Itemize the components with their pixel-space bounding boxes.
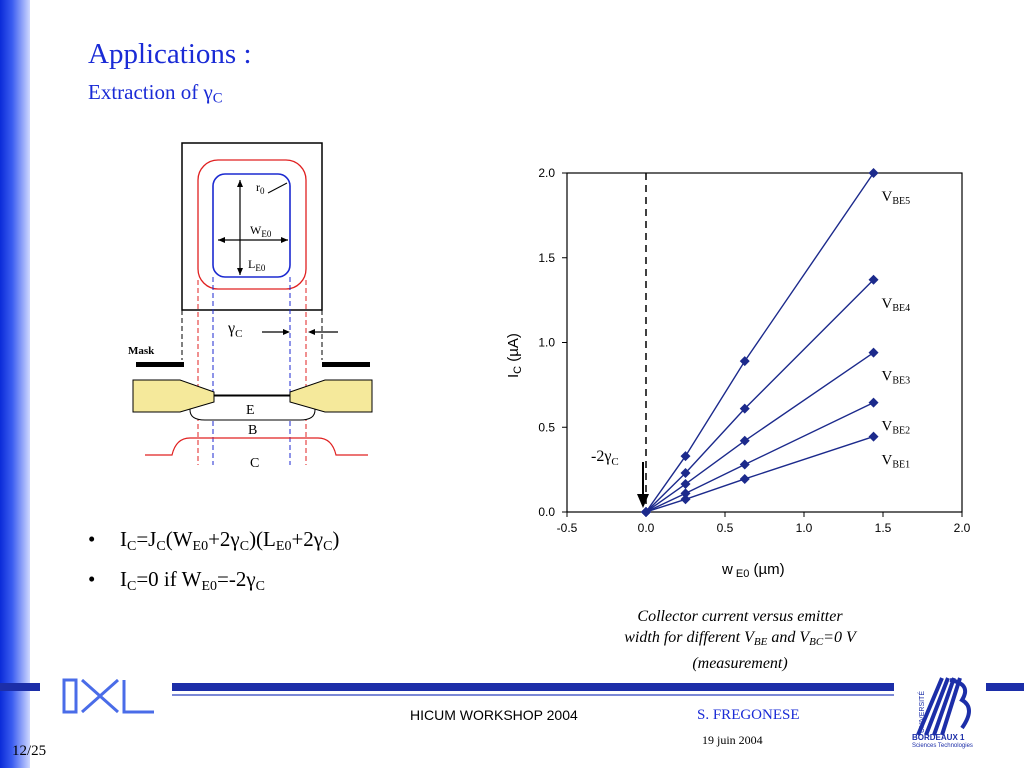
presentation-date: 19 juin 2004 xyxy=(702,733,763,747)
bullet-subscript: C xyxy=(127,539,137,554)
mask-label: Mask xyxy=(128,345,155,357)
left-accent-bar xyxy=(0,0,30,768)
series-label-be3: VBE3 xyxy=(882,369,911,387)
slide-subtitle: Extraction of γC xyxy=(88,80,223,107)
data-point xyxy=(739,435,750,446)
bullet-text: +2γ xyxy=(208,527,240,551)
bullet-item-1: •IC=JC(WE0+2γC)(LE0+2γC) xyxy=(88,527,340,554)
bullet-subscript: E0 xyxy=(192,539,209,554)
base-contour xyxy=(197,159,307,290)
bullet-text: =J xyxy=(136,527,157,551)
footer-bar-center xyxy=(172,683,894,691)
author-name: S. FREGONESE xyxy=(697,707,800,723)
bullet-text: )(L xyxy=(249,527,276,551)
bullet-text: I xyxy=(120,567,127,591)
gamma-label: γC xyxy=(227,320,242,340)
data-point xyxy=(680,494,691,505)
svg-text:BORDEAUX 1: BORDEAUX 1 xyxy=(912,733,965,742)
x-axis-label: w E0 (µm) xyxy=(721,561,785,580)
bullet-subscript: C xyxy=(323,539,333,554)
footer-bar-right xyxy=(986,683,1024,691)
y-axis-label: IC (µA) xyxy=(505,333,524,378)
data-point xyxy=(680,451,691,462)
ixl-logo: IXL xyxy=(62,675,156,714)
page-number: 12/25 xyxy=(12,743,47,759)
svg-text:IXL: IXL xyxy=(64,675,66,677)
data-point xyxy=(739,473,750,484)
emitter-contour xyxy=(212,173,291,278)
data-point xyxy=(868,431,879,442)
data-point xyxy=(641,507,651,517)
bullet-text: =0 if W xyxy=(136,567,202,591)
bordeaux-logo: UNIVERSITÉ BORDEAUX 1 Sciences Technolog… xyxy=(908,676,980,749)
bullet-item-2: •IC=0 if WE0=-2γC xyxy=(88,567,265,594)
bullet-text: +2γ xyxy=(291,527,324,551)
y-tick-label: 2.0 xyxy=(538,166,555,180)
base-label: B xyxy=(248,423,257,438)
x-tick-label: 0.5 xyxy=(717,521,734,535)
y-tick-label: 1.0 xyxy=(538,336,555,350)
bullet-subscript: C xyxy=(255,579,265,594)
bullet-subscript: C xyxy=(156,539,166,554)
y-tick-label: 0.5 xyxy=(538,420,555,434)
data-point xyxy=(739,403,750,414)
series-line-be5 xyxy=(645,172,875,513)
data-point xyxy=(868,347,879,358)
x-tick-label: -0.5 xyxy=(557,521,578,535)
collector-label: C xyxy=(250,456,259,471)
bullet-subscript: C xyxy=(127,579,137,594)
series-line-be2 xyxy=(645,402,874,513)
series-label-be1: VBE1 xyxy=(882,453,911,471)
mask-outline xyxy=(181,142,323,311)
figure-caption: Collector current versus emitter width f… xyxy=(624,608,856,672)
series-line-be4 xyxy=(645,279,875,513)
series-label-be4: VBE4 xyxy=(882,296,911,314)
svg-text:UNIVERSITÉ: UNIVERSITÉ xyxy=(917,691,926,733)
y-tick-label: 1.5 xyxy=(538,251,555,265)
bullet-text: =-2γ xyxy=(217,567,256,591)
x-tick-label: 1.5 xyxy=(875,521,892,535)
series-label-be2: VBE2 xyxy=(882,419,911,437)
r0-label: r0 xyxy=(256,180,265,196)
annotation-label: -2γC xyxy=(591,448,619,468)
data-point xyxy=(680,479,691,490)
svg-text:Sciences Technologies: Sciences Technologies xyxy=(912,743,973,749)
data-point xyxy=(680,488,691,499)
data-point xyxy=(739,356,750,367)
annotation-arrowhead xyxy=(637,494,649,508)
y-tick-label: 0.0 xyxy=(538,505,555,519)
x-tick-label: 0.0 xyxy=(638,521,655,535)
workshop-name: HICUM WORKSHOP 2004 xyxy=(410,707,578,723)
bullet-list: •IC=JC(WE0+2γC)(LE0+2γC) •IC=0 if WE0=-2… xyxy=(88,524,339,604)
footer-bar-left xyxy=(0,683,40,691)
we0-label: WE0 xyxy=(250,223,272,239)
bullet-text: ) xyxy=(332,527,340,551)
x-tick-label: 2.0 xyxy=(954,521,971,535)
data-point xyxy=(739,459,750,470)
bullet-subscript: E0 xyxy=(275,539,292,554)
data-point xyxy=(680,468,691,479)
bullet-subscript: E0 xyxy=(201,579,218,594)
data-point xyxy=(868,397,879,408)
series-line-be1 xyxy=(645,435,874,513)
slide-title: Applications : xyxy=(88,38,252,70)
le0-label: LE0 xyxy=(248,257,266,273)
x-tick-label: 1.0 xyxy=(796,521,813,535)
emitter-label: E xyxy=(246,403,255,418)
bullet-text: I xyxy=(120,527,127,551)
bullet-subscript: C xyxy=(239,539,250,554)
series-label-be5: VBE5 xyxy=(882,189,911,207)
data-point xyxy=(868,274,879,285)
bullet-text: (W xyxy=(165,527,193,551)
series-line-be3 xyxy=(645,352,874,513)
data-point xyxy=(868,168,879,178)
